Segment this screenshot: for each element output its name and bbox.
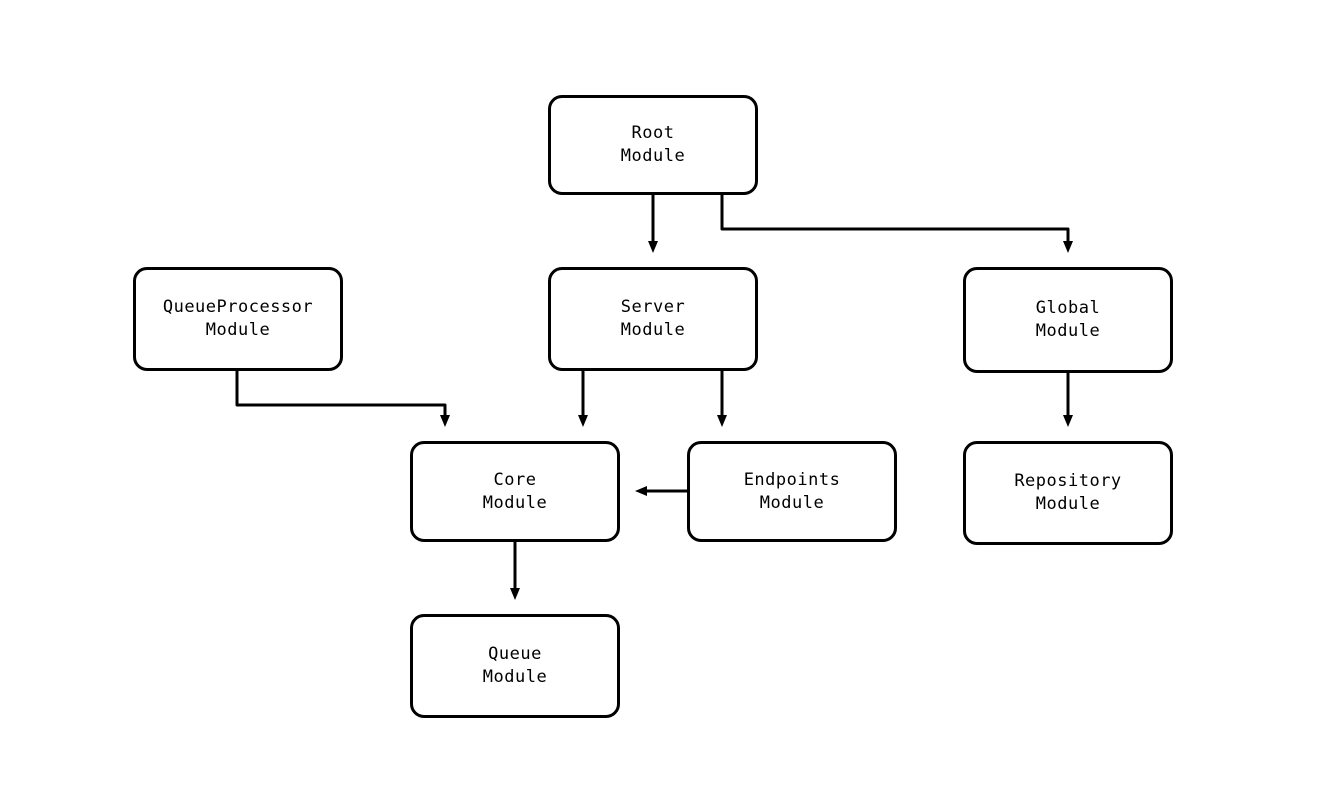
edge-root-global — [720, 195, 1073, 253]
node-queue-module[interactable]: Queue Module — [410, 614, 620, 718]
node-endpoints-module-line2: Module — [759, 492, 825, 513]
node-queueprocessor-module[interactable]: QueueProcessor Module — [133, 267, 343, 371]
node-queueprocessor-module-line1: QueueProcessor — [162, 297, 314, 317]
node-repository-module-line1: Repository — [1014, 471, 1122, 491]
node-server-module[interactable]: Server Module — [548, 267, 758, 371]
node-repository-module-line2: Module — [1035, 494, 1101, 514]
node-core-module[interactable]: Core Module — [410, 441, 620, 542]
node-queue-module-line1: Queue — [488, 644, 542, 664]
node-queue-module-line2: Module — [482, 667, 548, 687]
node-core-module-line1: Core — [493, 469, 537, 490]
node-global-module[interactable]: Global Module — [963, 267, 1173, 373]
node-server-module-line1: Server — [620, 297, 686, 317]
edge-queueprocessor-core — [235, 371, 450, 427]
node-root-module-line1: Root — [631, 123, 675, 143]
node-global-module-line1: Global — [1035, 298, 1101, 318]
node-endpoints-module-line1: Endpoints — [743, 469, 841, 490]
node-root-module[interactable]: Root Module — [548, 95, 758, 195]
node-server-module-line2: Module — [620, 320, 686, 340]
node-global-module-line2: Module — [1035, 321, 1101, 341]
node-repository-module[interactable]: Repository Module — [963, 441, 1173, 545]
node-root-module-line2: Module — [620, 146, 686, 166]
node-queueprocessor-module-line2: Module — [205, 320, 271, 340]
node-core-module-line2: Module — [482, 492, 548, 513]
node-endpoints-module[interactable]: Endpoints Module — [687, 441, 897, 542]
